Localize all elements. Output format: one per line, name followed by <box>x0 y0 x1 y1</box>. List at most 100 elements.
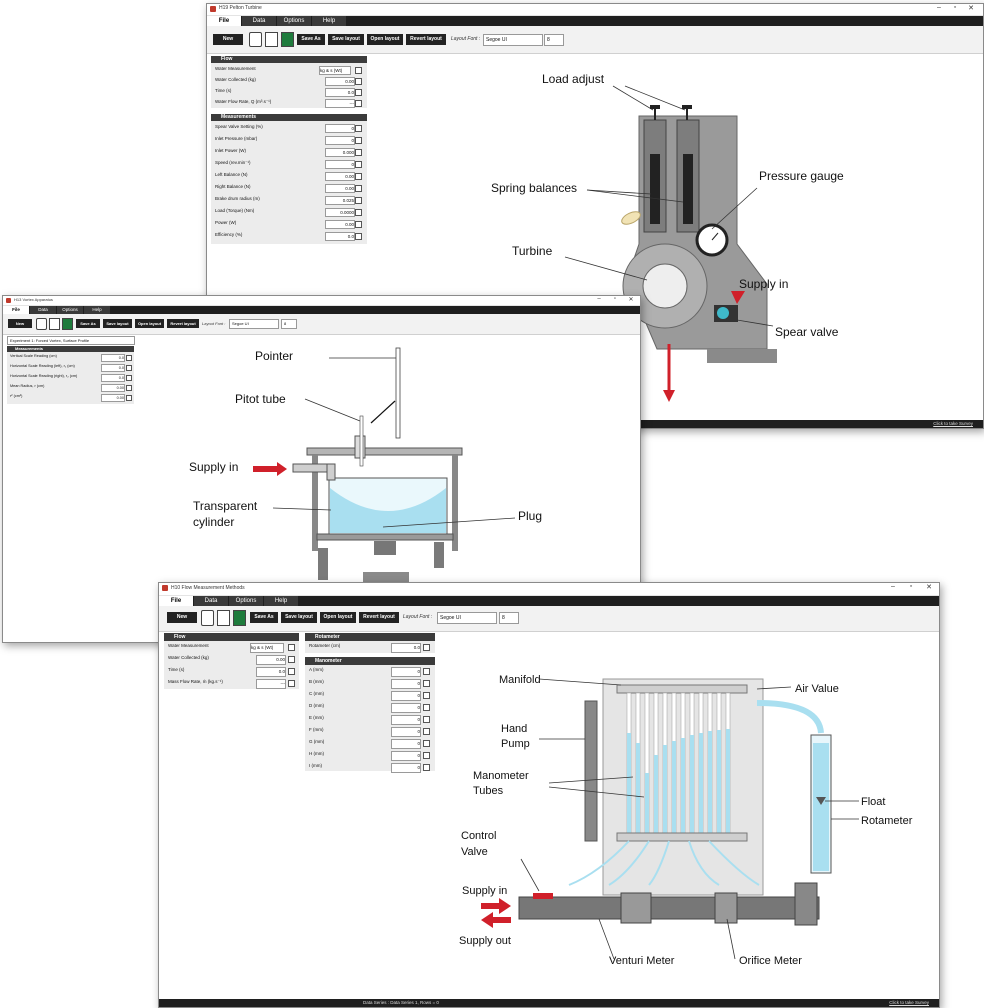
checkbox[interactable] <box>126 365 132 371</box>
save-icon[interactable] <box>49 318 60 330</box>
checkbox[interactable] <box>355 149 362 156</box>
value-input[interactable]: 0.0 <box>101 374 125 382</box>
checkbox[interactable] <box>423 716 430 723</box>
open-file-icon[interactable] <box>36 318 47 330</box>
value-input[interactable]: 0 <box>325 160 355 169</box>
minimize-icon[interactable]: – <box>891 583 895 590</box>
checkbox[interactable] <box>355 137 362 144</box>
experiment-select[interactable]: Experiment 1: Forced Vortex, Surface Pro… <box>7 336 135 345</box>
close-icon[interactable]: ✕ <box>628 297 634 303</box>
value-input[interactable]: 0.0 <box>256 667 286 677</box>
tab-help[interactable]: Help <box>84 306 111 314</box>
value-input[interactable]: 0 <box>391 667 421 677</box>
revert-layout-button[interactable]: Revert layout <box>359 612 399 623</box>
new-button[interactable]: New <box>167 612 197 623</box>
revert-layout-button[interactable]: Revert layout <box>167 319 199 328</box>
tab-help[interactable]: Help <box>312 16 347 26</box>
water-measurement-select[interactable]: kg & s (Wt) <box>319 66 351 75</box>
checkbox[interactable] <box>423 752 430 759</box>
value-input[interactable]: 0 <box>391 739 421 749</box>
value-input[interactable]: 0 <box>391 691 421 701</box>
open-layout-button[interactable]: Open layout <box>367 34 403 45</box>
revert-layout-button[interactable]: Revert layout <box>406 34 446 45</box>
new-button[interactable]: New <box>213 34 243 45</box>
checkbox[interactable] <box>423 764 430 771</box>
minimize-icon[interactable]: – <box>597 296 601 302</box>
tab-options[interactable]: Options <box>277 16 312 26</box>
tab-file[interactable]: File <box>207 16 242 26</box>
tab-data[interactable]: Data <box>194 596 229 606</box>
value-input[interactable]: 0 <box>391 763 421 773</box>
checkbox[interactable] <box>355 185 362 192</box>
size-select[interactable]: 8 <box>544 34 564 46</box>
size-select[interactable]: 8 <box>281 319 297 329</box>
value-input[interactable]: 0 <box>391 751 421 761</box>
checkbox[interactable] <box>355 197 362 204</box>
save-icon[interactable] <box>217 610 230 626</box>
checkbox[interactable] <box>288 680 295 687</box>
checkbox[interactable] <box>423 704 430 711</box>
checkbox[interactable] <box>423 728 430 735</box>
save-layout-button[interactable]: Save layout <box>281 612 317 623</box>
checkbox[interactable] <box>355 221 362 228</box>
checkbox[interactable] <box>288 656 295 663</box>
checkbox[interactable] <box>355 67 362 74</box>
value-input[interactable]: 0.025 <box>325 196 355 205</box>
new-button[interactable]: New <box>8 319 32 328</box>
checkbox[interactable] <box>423 644 430 651</box>
excel-export-icon[interactable] <box>281 32 294 47</box>
value-input[interactable]: 0.0 <box>391 643 421 653</box>
checkbox[interactable] <box>355 125 362 132</box>
checkbox[interactable] <box>355 173 362 180</box>
save-icon[interactable] <box>265 32 278 47</box>
tab-file[interactable]: File <box>3 306 30 314</box>
checkbox[interactable] <box>126 395 132 401</box>
checkbox[interactable] <box>288 668 295 675</box>
checkbox[interactable] <box>288 644 295 651</box>
water-measurement-select[interactable]: kg & s (Wt) <box>250 643 284 653</box>
checkbox[interactable] <box>355 78 362 85</box>
open-file-icon[interactable] <box>249 32 262 47</box>
value-input[interactable]: 0.0 <box>101 364 125 372</box>
maximize-icon[interactable]: ▫ <box>613 296 617 302</box>
font-select[interactable]: Segoe UI <box>483 34 543 46</box>
value-input[interactable]: 0 <box>325 124 355 133</box>
value-input[interactable]: 0.00 <box>325 172 355 181</box>
excel-export-icon[interactable] <box>62 318 73 330</box>
open-file-icon[interactable] <box>201 610 214 626</box>
checkbox[interactable] <box>355 161 362 168</box>
checkbox[interactable] <box>126 355 132 361</box>
save-layout-button[interactable]: Save layout <box>328 34 364 45</box>
open-layout-button[interactable]: Open layout <box>320 612 356 623</box>
checkbox[interactable] <box>355 209 362 216</box>
size-select[interactable]: 8 <box>499 612 519 624</box>
minimize-icon[interactable]: – <box>937 4 941 11</box>
open-layout-button[interactable]: Open layout <box>135 319 164 328</box>
value-input[interactable]: 0.0 <box>101 354 125 362</box>
value-input[interactable]: 0 <box>391 727 421 737</box>
value-input[interactable]: 0.000 <box>325 148 355 157</box>
value-input[interactable]: 0.00 <box>325 77 355 86</box>
checkbox[interactable] <box>126 385 132 391</box>
checkbox[interactable] <box>423 680 430 687</box>
maximize-icon[interactable]: ▫ <box>909 583 913 590</box>
tab-help[interactable]: Help <box>264 596 299 606</box>
tab-options[interactable]: Options <box>57 306 84 314</box>
font-select[interactable]: Segoe UI <box>229 319 279 329</box>
font-select[interactable]: Segoe UI <box>437 612 497 624</box>
maximize-icon[interactable]: ▫ <box>953 4 957 11</box>
value-input[interactable]: 0.00 <box>325 184 355 193</box>
checkbox[interactable] <box>423 692 430 699</box>
value-input[interactable]: 0 <box>391 703 421 713</box>
save-as-button[interactable]: Save As <box>250 612 278 623</box>
save-as-button[interactable]: Save As <box>76 319 100 328</box>
tab-file[interactable]: File <box>159 596 194 606</box>
close-icon[interactable]: ✕ <box>968 5 974 12</box>
value-input[interactable]: 0 <box>391 715 421 725</box>
value-input[interactable]: 0.00 <box>256 655 286 665</box>
save-as-button[interactable]: Save As <box>297 34 325 45</box>
value-input[interactable]: 0 <box>325 136 355 145</box>
close-icon[interactable]: ✕ <box>926 584 932 591</box>
tab-data[interactable]: Data <box>242 16 277 26</box>
checkbox[interactable] <box>355 233 362 240</box>
